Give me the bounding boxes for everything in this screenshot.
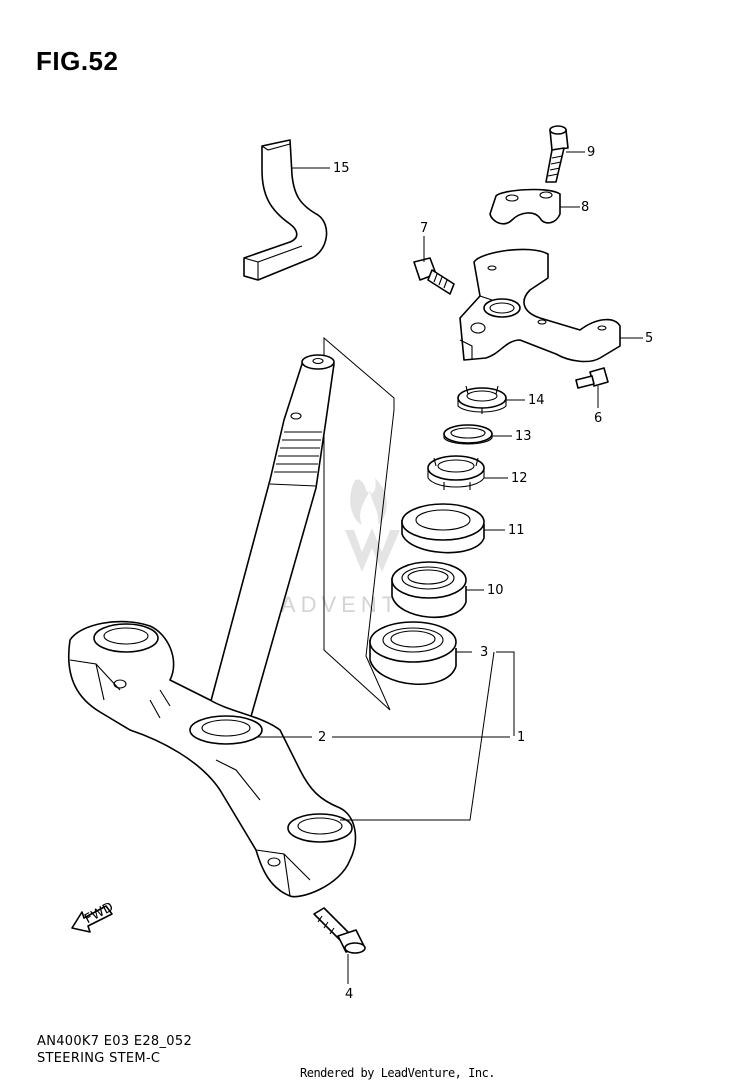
callout-11: 11 [508,523,525,538]
callout-7: 7 [420,221,428,236]
bearing-lower-part [369,621,457,685]
bolt-holder-part [545,125,569,183]
callout-5: 5 [645,331,653,346]
bearing-upper-part [391,561,467,619]
callout-3: 3 [480,645,488,660]
stem-nut-part [427,455,485,490]
callout-2: 2 [318,730,326,745]
model-code: AN400K7 E03 E28_052 [37,1034,193,1049]
lower-bracket-part [68,620,357,898]
bolt-upper-bracket-part [575,367,609,389]
washer-part [443,424,493,445]
upper-bracket-part [459,248,621,363]
hose-part [243,139,328,281]
callout-4: 4 [345,987,353,1002]
render-credit: Rendered by LeadVenture, Inc. [300,1066,496,1080]
handlebar-holder-part [489,188,561,225]
callout-12: 12 [511,471,528,486]
stack-bracket-outline [323,336,395,711]
callout-13: 13 [515,429,532,444]
fwd-label: FWD [82,900,116,927]
callout-8: 8 [581,200,589,215]
bolt-side-part [413,257,455,295]
callout-14: 14 [528,393,545,408]
section-name: STEERING STEM-C [37,1051,161,1066]
dust-seal-upper-part [401,503,485,554]
callout-numbers: 1 2 3 4 5 6 7 8 9 10 11 12 13 14 15 [318,145,653,1002]
leader-lines [258,151,643,984]
callout-1: 1 [517,730,525,745]
callout-10: 10 [487,583,504,598]
figure-title: FIG.52 [36,46,119,76]
bolt-lower-part [313,907,366,954]
steering-stem-part [207,354,335,721]
lock-nut-part [457,385,507,414]
callout-9: 9 [587,145,595,160]
callout-6: 6 [594,411,602,426]
callout-15: 15 [333,161,350,176]
fwd-arrow-icon: FWD [71,900,116,933]
